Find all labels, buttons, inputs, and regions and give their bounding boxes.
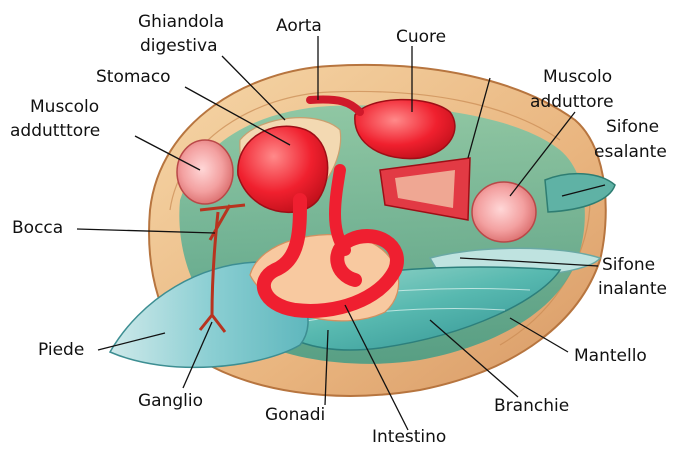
- label-muscolo-adduttore-post-line2: adduttore: [530, 92, 614, 112]
- posterior-adductor-muscle: [472, 182, 536, 242]
- label-piede: Piede: [38, 340, 84, 360]
- label-sifone-inalante-line1: Sifone: [602, 255, 655, 275]
- label-sifone-inalante-line2: inalante: [598, 279, 667, 299]
- label-ghiandola-digestiva-line2: digestiva: [140, 36, 218, 56]
- label-ganglio: Ganglio: [138, 391, 203, 411]
- clam-illustration: [110, 65, 615, 396]
- label-sifone-esalante-line2: esalante: [594, 142, 667, 162]
- label-muscolo-adduttore-ant-line1: Muscolo: [30, 97, 99, 117]
- label-gonadi: Gonadi: [265, 405, 325, 425]
- anterior-adductor-muscle: [177, 140, 233, 204]
- label-bocca: Bocca: [12, 218, 63, 238]
- label-muscolo-adduttore-post-line1: Muscolo: [543, 67, 612, 87]
- label-muscolo-adduttore-ant-line2: addutttore: [10, 121, 100, 141]
- label-cuore: Cuore: [396, 27, 446, 47]
- label-branchie: Branchie: [494, 396, 569, 416]
- label-aorta: Aorta: [276, 16, 322, 36]
- label-intestino: Intestino: [372, 427, 446, 447]
- label-ghiandola-digestiva-line1: Ghiandola: [138, 12, 224, 32]
- label-sifone-esalante-line1: Sifone: [606, 117, 659, 137]
- label-mantello: Mantello: [574, 346, 647, 366]
- label-stomaco: Stomaco: [96, 67, 171, 87]
